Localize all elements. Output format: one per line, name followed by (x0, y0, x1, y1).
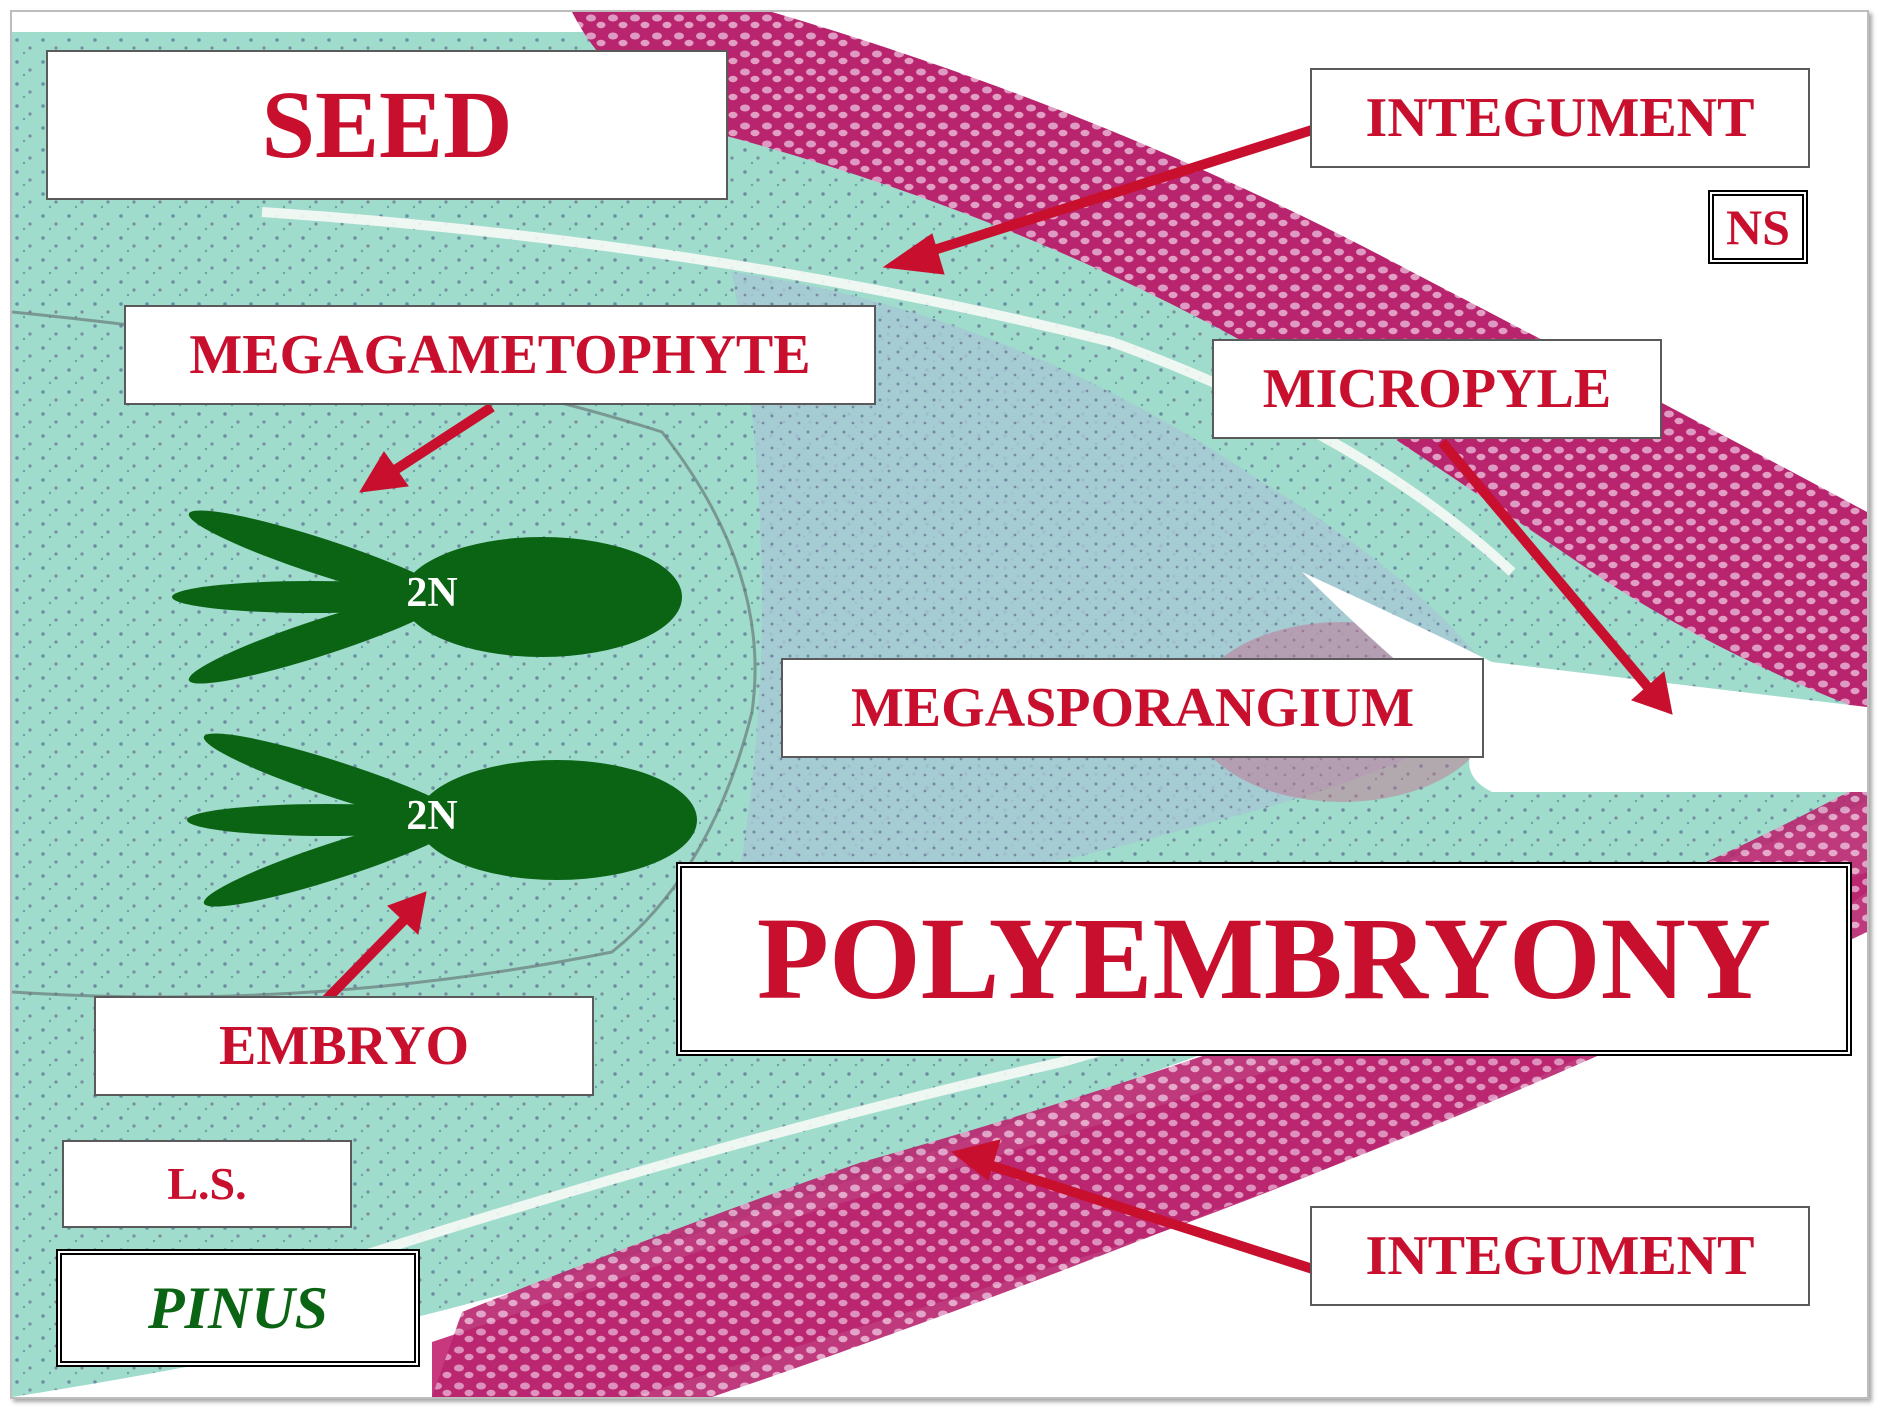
label-megasporangium: MEGASPORANGIUM (781, 658, 1484, 758)
label-embryo-text: EMBRYO (219, 1018, 469, 1074)
label-integument-top: INTEGUMENT (1310, 68, 1810, 168)
label-section-text: L.S. (167, 1161, 246, 1207)
label-section: L.S. (62, 1140, 352, 1228)
label-integument-top-text: INTEGUMENT (1366, 90, 1755, 146)
label-megagametophyte-text: MEGAGAMETOPHYTE (189, 327, 810, 383)
badge-ns: NS (1708, 190, 1808, 264)
label-micropyle-text: MICROPYLE (1263, 361, 1611, 417)
slide-frame: 2N 2N SEED INTEGUMENT NS MEGAGAMETOPHYTE… (10, 10, 1869, 1399)
label-integument-bottom: INTEGUMENT (1310, 1206, 1810, 1306)
embryo-ploidy-2: 2N (372, 795, 492, 837)
label-micropyle: MICROPYLE (1212, 339, 1662, 439)
title-polyembryony-text: POLYEMBRYONY (757, 900, 1771, 1018)
label-embryo: EMBRYO (94, 996, 594, 1096)
label-integument-bottom-text: INTEGUMENT (1366, 1228, 1755, 1284)
label-megagametophyte: MEGAGAMETOPHYTE (124, 305, 876, 405)
title-polyembryony: POLYEMBRYONY (676, 862, 1852, 1056)
label-megasporangium-text: MEGASPORANGIUM (851, 680, 1414, 736)
label-genus: PINUS (56, 1249, 420, 1367)
badge-ns-text: NS (1726, 202, 1790, 252)
title-text: SEED (262, 77, 513, 173)
embryo-ploidy-1: 2N (372, 572, 492, 614)
title-seed: SEED (46, 50, 728, 200)
label-genus-text: PINUS (148, 1278, 328, 1338)
